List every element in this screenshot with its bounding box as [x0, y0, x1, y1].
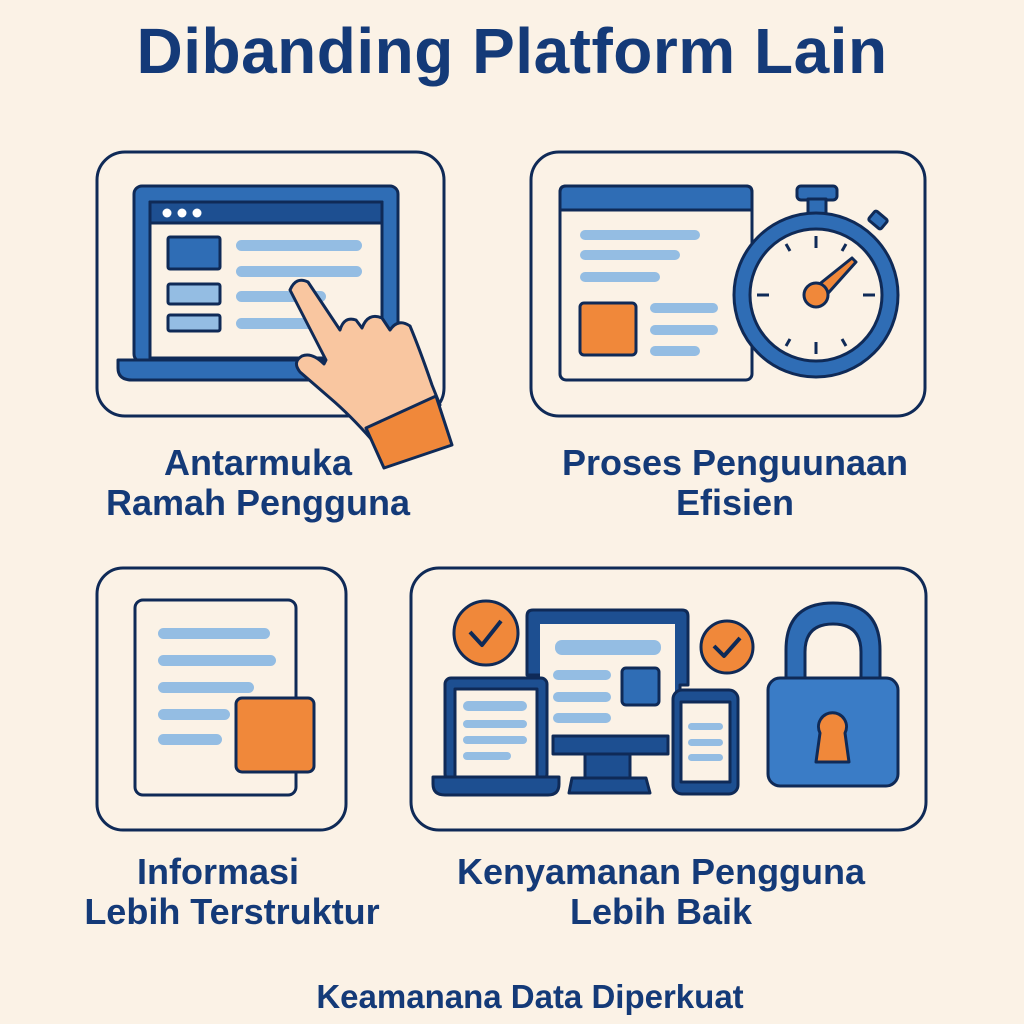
feature-label-line2: Efisien: [675, 482, 795, 523]
card-user-friendly-interface: [95, 150, 454, 470]
card-efficient-process: [529, 150, 927, 418]
pointing-hand-icon: [288, 278, 454, 470]
window-icon: [558, 184, 754, 382]
feature-label-line1: Kenyamanan Pengguna: [456, 851, 866, 892]
feature-label-line1: Informasi: [136, 851, 300, 892]
phone-icon: [671, 688, 740, 796]
footer-caption: Keamanana Data Diperkuat: [316, 978, 744, 1015]
monitor-icon: [525, 608, 690, 795]
feature-label-information: Informasi Lebih Terstruktur: [84, 852, 379, 932]
document-icon: [133, 598, 316, 797]
feature-label-comfort: Kenyamanan Pengguna Lebih Baik: [457, 852, 865, 932]
page-title: Dibanding Platform Lain: [136, 15, 888, 87]
feature-label-line1: Proses Penguunaan: [561, 442, 909, 483]
check-circle-icon: [452, 599, 520, 667]
feature-label-line2: Lebih Terstruktur: [84, 891, 380, 932]
laptop-icon: [431, 676, 561, 797]
check-circle-icon: [699, 619, 755, 675]
feature-label-interface: Antarmuka Ramah Pengguna: [106, 443, 410, 523]
card-structured-information: [95, 566, 348, 832]
stopwatch-icon: [732, 184, 900, 379]
padlock-icon: [766, 601, 900, 788]
feature-label-line2: Ramah Pengguna: [105, 482, 411, 523]
card-user-comfort: [409, 566, 928, 832]
feature-label-process: Proses Penguunaan Efisien: [562, 443, 908, 523]
feature-label-line2: Lebih Baik: [569, 891, 753, 932]
feature-label-line1: Antarmuka: [163, 442, 353, 483]
